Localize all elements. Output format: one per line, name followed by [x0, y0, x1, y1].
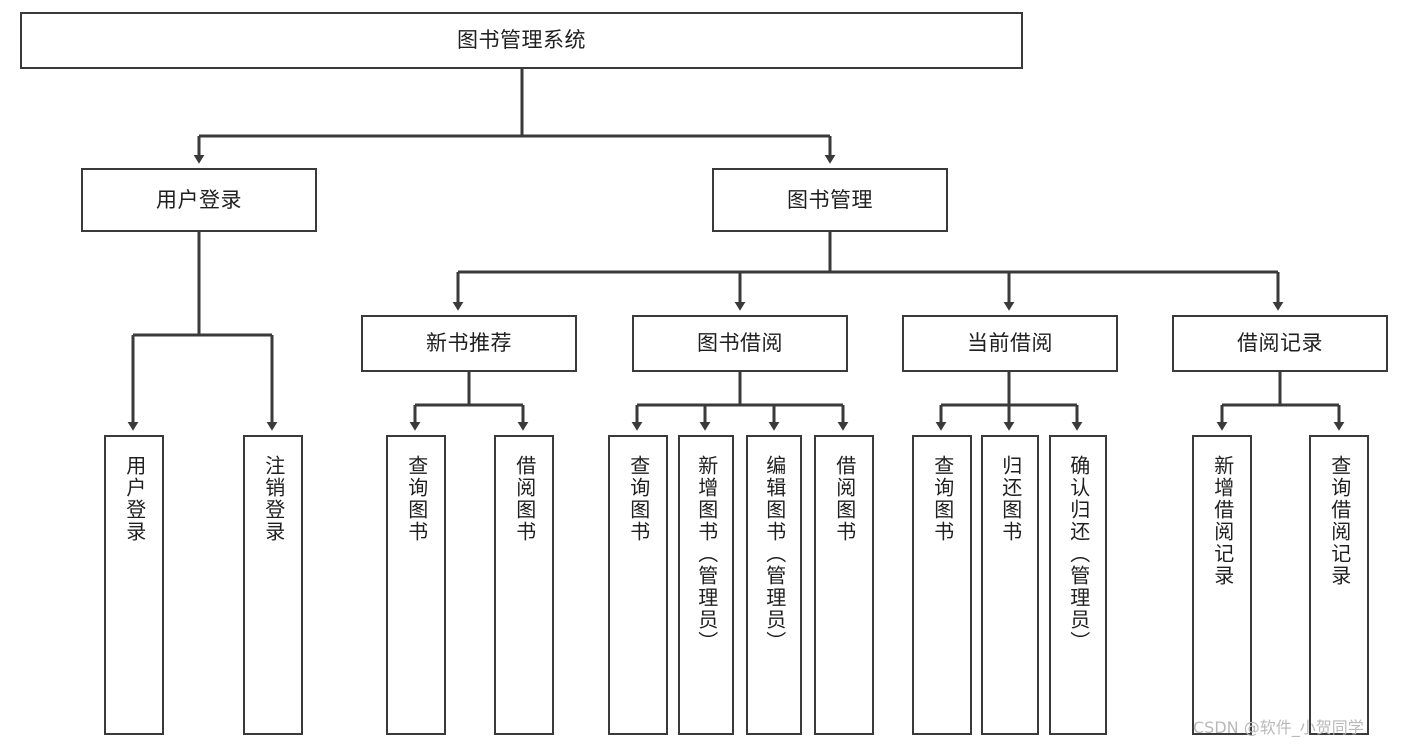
leaf-current-confirm-return-admin[interactable]: 确认归还（管理员）	[1049, 435, 1107, 735]
node-root-label: 图书管理系统	[457, 28, 586, 53]
leaf-label: 查询图书	[404, 455, 429, 543]
node-book-borrow-label: 图书借阅	[697, 331, 783, 356]
node-user-login[interactable]: 用户登录	[81, 168, 317, 232]
leaf-label: 新增图书（管理员）	[694, 455, 719, 653]
leaf-record-query-record[interactable]: 查询借阅记录	[1309, 435, 1369, 735]
node-user-login-label: 用户登录	[156, 187, 242, 212]
leaf-label: 确认归还（管理员）	[1066, 455, 1091, 653]
node-new-book-recommend-label: 新书推荐	[426, 331, 512, 356]
node-root[interactable]: 图书管理系统	[20, 12, 1023, 69]
leaf-label: 编辑图书（管理员）	[762, 455, 787, 653]
leaf-user-login-login[interactable]: 用户登录	[104, 435, 164, 735]
leaf-borrow-query-book[interactable]: 查询图书	[608, 435, 668, 735]
leaf-current-return-book[interactable]: 归还图书	[981, 435, 1039, 735]
node-borrow-record[interactable]: 借阅记录	[1172, 315, 1388, 372]
leaf-recommend-query-book[interactable]: 查询图书	[386, 435, 446, 735]
node-book-management-label: 图书管理	[787, 187, 873, 212]
leaf-borrow-add-book-admin[interactable]: 新增图书（管理员）	[678, 435, 734, 735]
leaf-label: 借阅图书	[832, 455, 857, 543]
leaf-label: 查询图书	[930, 455, 955, 543]
leaf-label: 归还图书	[998, 455, 1023, 543]
leaf-borrow-borrow-book[interactable]: 借阅图书	[814, 435, 874, 735]
leaf-label: 查询借阅记录	[1327, 455, 1352, 587]
leaf-label: 借阅图书	[512, 455, 537, 543]
leaf-record-add-record[interactable]: 新增借阅记录	[1192, 435, 1252, 735]
node-current-borrow[interactable]: 当前借阅	[902, 315, 1118, 372]
node-current-borrow-label: 当前借阅	[967, 331, 1053, 356]
node-book-borrow[interactable]: 图书借阅	[632, 315, 848, 372]
leaf-label: 查询图书	[626, 455, 651, 543]
node-book-management[interactable]: 图书管理	[712, 168, 948, 232]
node-borrow-record-label: 借阅记录	[1237, 331, 1323, 356]
leaf-label: 新增借阅记录	[1210, 455, 1235, 587]
leaf-borrow-edit-book-admin[interactable]: 编辑图书（管理员）	[746, 435, 802, 735]
node-new-book-recommend[interactable]: 新书推荐	[361, 315, 577, 372]
leaf-recommend-borrow-book[interactable]: 借阅图书	[494, 435, 554, 735]
leaf-user-login-logout[interactable]: 注销登录	[243, 435, 303, 735]
leaf-current-query-book[interactable]: 查询图书	[912, 435, 972, 735]
leaf-label: 用户登录	[122, 455, 147, 543]
leaf-label: 注销登录	[261, 455, 286, 543]
csdn-watermark: CSDN @软件_小贺同学	[1193, 718, 1364, 737]
